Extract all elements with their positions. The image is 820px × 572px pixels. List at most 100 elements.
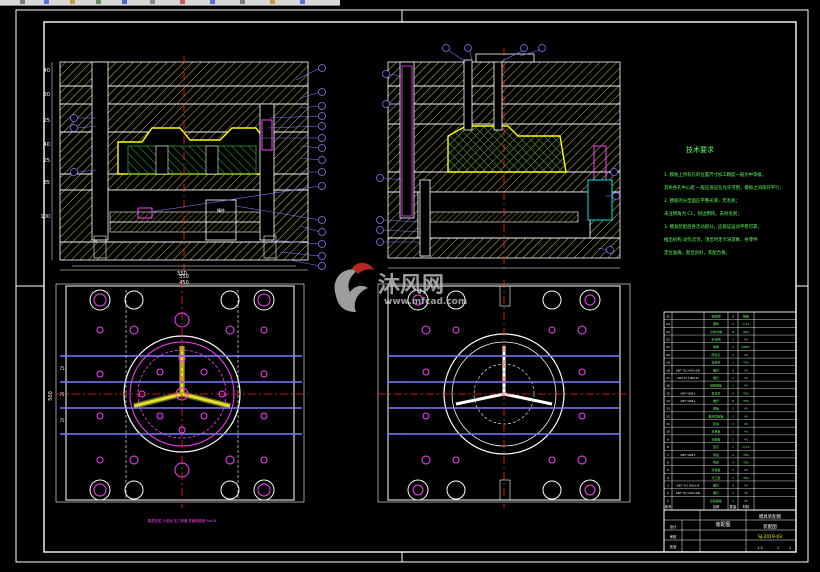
- bom-cell: 35: [744, 491, 748, 495]
- title-block-approver: 批准: [670, 544, 677, 549]
- left-plan-holes: [89, 289, 275, 501]
- title-block-checker: 审核: [670, 534, 677, 539]
- bom-cell: 9: [667, 437, 669, 441]
- title-block-drawing-title-alt: 装配图: [763, 523, 777, 530]
- bom-cell: 45: [744, 407, 748, 411]
- toolbar-icon-8[interactable]: [210, 0, 215, 4]
- bom-cell: 1: [732, 437, 734, 441]
- bom-cell: 1: [732, 430, 734, 434]
- bom-cell: 1: [732, 338, 734, 342]
- bom-cell: 13: [666, 407, 670, 411]
- bom-cell: 8: [732, 330, 734, 334]
- title-block[interactable]: 模具装配图 装配图 装配图 SJ-2019-03 1:2 1 1 设计 审核 批…: [663, 509, 797, 553]
- bom-cell: 2: [732, 322, 734, 326]
- title-block-drawing-name: 模具装配图: [759, 513, 782, 520]
- toolbar-icon-4[interactable]: [96, 0, 101, 4]
- toolbar-icon-5[interactable]: [122, 0, 127, 4]
- bom-cell: 1: [732, 445, 734, 449]
- inner-sheet-border: [43, 21, 797, 553]
- svg-text:500: 500: [48, 391, 54, 401]
- left-section-view[interactable]: 镶件: [51, 56, 309, 272]
- toolbar-icon-1[interactable]: [20, 0, 25, 4]
- bom-cell: 15: [666, 391, 670, 395]
- toolbar-icon-10[interactable]: [270, 0, 275, 4]
- bom-cell: 45: [744, 468, 748, 472]
- bom-cell: 拉料杆: [711, 360, 720, 365]
- bom-cell: 4: [732, 453, 734, 457]
- tech-req-line-5: 3. 模具装配后各活动部分，应保证运动平稳可靠，: [664, 223, 762, 230]
- tech-req-line-4: 未注倒角为 C1，锐边倒钝，去除毛刺；: [664, 210, 742, 217]
- bom-header-qty: 数量: [730, 504, 737, 509]
- bom-cell: 18: [666, 368, 670, 372]
- toolbar-icon-2[interactable]: [44, 0, 49, 4]
- svg-text:85: 85: [44, 180, 50, 186]
- bom-cell: 推杆: [713, 398, 719, 403]
- svg-text:75: 75: [59, 366, 65, 371]
- bom-cell: 4: [732, 460, 734, 464]
- mufeng-logo-icon: [334, 262, 374, 312]
- bom-cell: 型芯: [713, 444, 719, 449]
- bom-cell: 24: [666, 322, 670, 326]
- tech-req-line-6: 推出机构 动作灵活，顶出时无卡滞现象，各零件: [664, 236, 758, 243]
- bom-cell: 45: [744, 422, 748, 426]
- balloon-circles: [70, 44, 620, 270]
- bom-cell: 8: [732, 315, 734, 319]
- svg-text:75: 75: [59, 392, 65, 397]
- svg-text:100: 100: [40, 214, 50, 220]
- tech-req-line-2: 其余各孔中心距 一般应保证在允许范围，模板之间保持平行；: [664, 184, 784, 191]
- bom-cell: 1: [732, 407, 734, 411]
- toolbar-icon-7[interactable]: [180, 0, 185, 4]
- tech-req-line-7: 定位准确，配合良好，装配合格。: [664, 249, 730, 256]
- bom-cell: GB/T 70.1 M8×25: [677, 377, 699, 380]
- toolbar-icon-9[interactable]: [240, 0, 245, 4]
- bom-cell: T8A: [742, 453, 750, 457]
- watermark-url: www.mfcad.com: [384, 297, 467, 307]
- bom-cell: 8: [667, 445, 669, 449]
- bom-cell: 1: [667, 499, 669, 503]
- bom-cell: 密封圈: [711, 314, 720, 319]
- title-block-drawing-title: 装配图: [715, 521, 730, 528]
- bom-cell: 45: [744, 483, 748, 487]
- bom-cell: 螺钉: [713, 367, 719, 372]
- plan-dimension-labels: 550 500 75 75 75: [48, 271, 187, 423]
- svg-text:550: 550: [179, 274, 189, 280]
- bom-cell: 16: [666, 384, 670, 388]
- bom-cell: 动模板: [711, 436, 720, 441]
- bom-cell: 1: [732, 476, 734, 480]
- bom-cell: 45: [744, 430, 748, 434]
- bom-cell: 镶件: [713, 321, 719, 326]
- bom-cell: 定模座板: [710, 498, 722, 503]
- title-block-sheets: 1: [789, 546, 791, 550]
- bom-cell: 导套: [713, 459, 719, 464]
- bom-cell: 1: [732, 384, 734, 388]
- toolbar-icon-6[interactable]: [150, 0, 155, 4]
- toolbar-icon-11[interactable]: [300, 0, 305, 4]
- bom-cell: 定位圈: [711, 337, 720, 342]
- right-section-view[interactable]: [387, 48, 621, 270]
- right-molded-part: [447, 125, 567, 173]
- left-plan-view[interactable]: [55, 280, 308, 508]
- left-dimension-labels: 40 30 25 40 25 85 100 550 450: [40, 68, 188, 286]
- bom-cell: 35: [744, 368, 748, 372]
- bom-cell: 复位杆: [711, 390, 720, 395]
- svg-text:40: 40: [44, 142, 50, 148]
- title-block-drawing-number: SJ-2019-03: [758, 534, 782, 540]
- right-plan-view[interactable]: [377, 280, 631, 508]
- title-block-sheet: 1: [777, 546, 779, 550]
- bom-cell: 35: [744, 376, 748, 380]
- bom-cell: 45: [744, 384, 748, 388]
- bom-cell: 25: [666, 315, 670, 319]
- bom-header-name: 名称: [713, 504, 720, 509]
- app-toolbar-strip[interactable]: [0, 0, 340, 6]
- bom-cell: 1: [732, 468, 734, 472]
- bom-cell: 螺钉: [713, 490, 719, 495]
- bom-cell: 45: [744, 499, 748, 503]
- tech-req-title: 技术要求: [686, 145, 714, 154]
- bom-cell: 4: [732, 345, 734, 349]
- svg-text:550: 550: [177, 271, 187, 277]
- toolbar-icon-3[interactable]: [70, 0, 75, 4]
- bom-cell: 1: [732, 414, 734, 418]
- svg-text:75: 75: [59, 418, 65, 423]
